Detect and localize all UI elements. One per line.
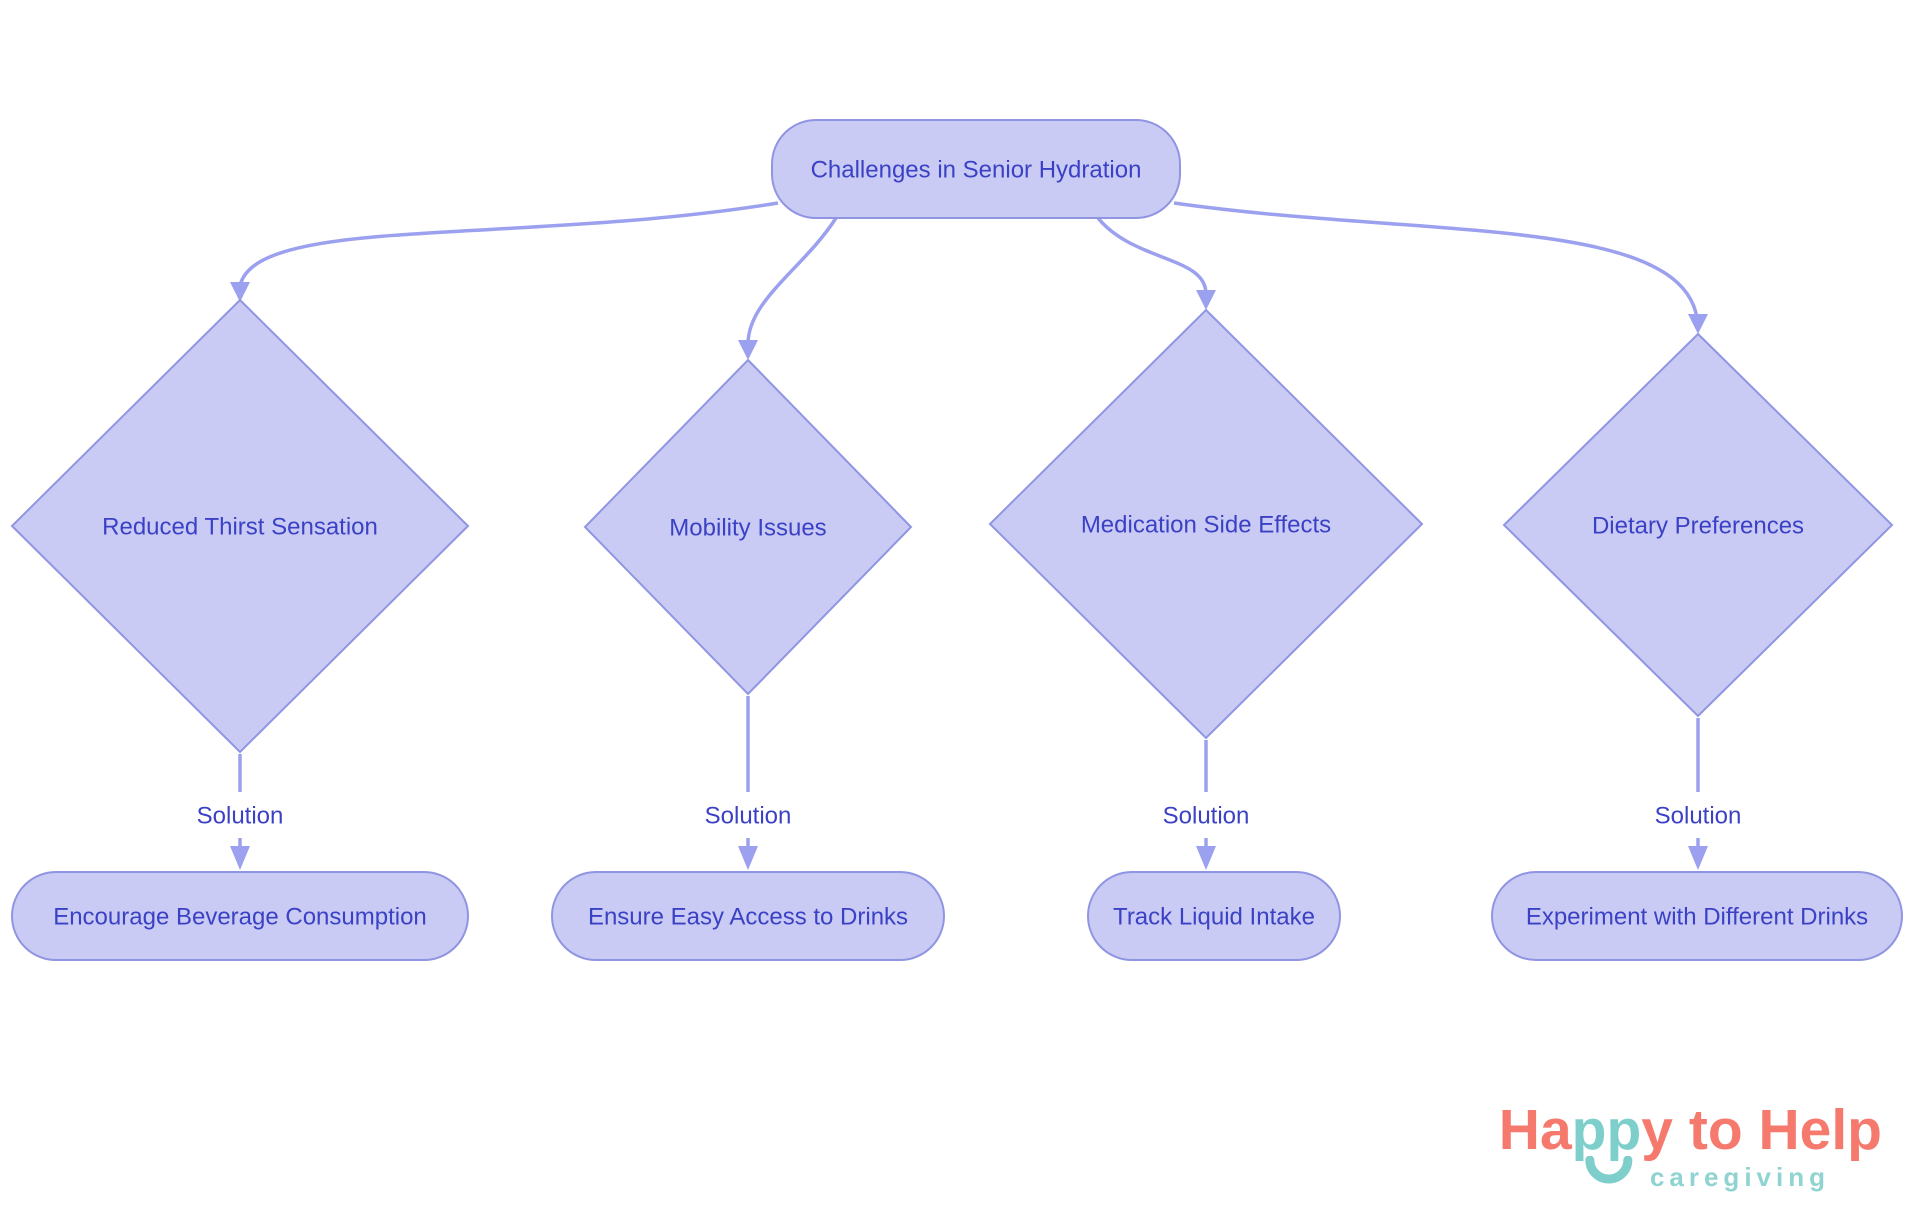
edge-root-to-challenge-1 — [238, 201, 779, 287]
edge-label-solution-1: Solution — [197, 803, 284, 830]
challenge-label-3: Medication Side Effects — [1081, 512, 1331, 539]
edge-root-to-challenge-3 — [1096, 216, 1208, 295]
arrowhead-solution-2 — [738, 846, 758, 870]
brand-logo-text-part-3: y — [1641, 1098, 1673, 1162]
arrowhead-challenge-2 — [738, 340, 758, 360]
solution-pill-4 — [1491, 871, 1903, 961]
solution-label-3: Track Liquid Intake — [1113, 904, 1315, 931]
arrowhead-solution-3 — [1196, 846, 1216, 870]
challenge-label-4: Dietary Preferences — [1592, 513, 1804, 540]
edge-label-bg-4 — [1638, 792, 1758, 838]
edge-label-bg-group — [180, 792, 1758, 838]
challenge-diamond-1 — [10, 298, 470, 754]
edge-label-bg-1 — [180, 792, 300, 838]
solution-label-1: Encourage Beverage Consumption — [53, 904, 427, 931]
brand-logo-pp-text: pp — [1571, 1098, 1642, 1162]
root-node-shape — [771, 119, 1181, 219]
brand-tagline: caregiving — [1649, 1162, 1830, 1192]
root-node-label: Challenges in Senior Hydration — [811, 157, 1142, 184]
solution-pill-2 — [551, 871, 945, 961]
arrowhead-solution-1 — [230, 846, 250, 870]
edge-root-to-challenge-2 — [746, 217, 838, 345]
brand-logo-text-part-4: to Help — [1673, 1098, 1882, 1162]
edge-label-bg-3 — [1146, 792, 1266, 838]
solution-label-2: Ensure Easy Access to Drinks — [588, 904, 908, 931]
edge-label-bg-2 — [688, 792, 808, 838]
solution-pill-group — [11, 871, 1903, 961]
arrowhead-group — [230, 282, 1708, 870]
arrowhead-challenge-4 — [1688, 314, 1708, 334]
diamond-group — [10, 298, 1894, 754]
edge-label-solution-3: Solution — [1163, 803, 1250, 830]
brand-logo-text-part-2: pp — [1571, 1098, 1642, 1184]
smile-arc — [1584, 1156, 1632, 1184]
arrowhead-challenge-3 — [1196, 290, 1216, 310]
smile-icon — [1584, 1156, 1632, 1184]
challenge-label-2: Mobility Issues — [669, 515, 826, 542]
edge-root-to-challenge-4 — [1173, 201, 1699, 319]
arrowhead-challenge-1 — [230, 282, 250, 302]
edge-label-solution-2: Solution — [705, 803, 792, 830]
challenge-diamond-2 — [583, 358, 913, 696]
edge-label-solution-4: Solution — [1655, 803, 1742, 830]
challenge-diamond-4 — [1502, 332, 1894, 718]
solution-pill-3 — [1087, 871, 1341, 961]
challenge-label-1: Reduced Thirst Sensation — [102, 514, 378, 541]
challenge-diamond-3 — [988, 308, 1424, 740]
arrowhead-solution-4 — [1688, 846, 1708, 870]
solution-label-4: Experiment with Different Drinks — [1526, 904, 1868, 931]
solution-pill-1 — [11, 871, 469, 961]
brand-logo-text-part-1: Ha — [1498, 1098, 1572, 1162]
